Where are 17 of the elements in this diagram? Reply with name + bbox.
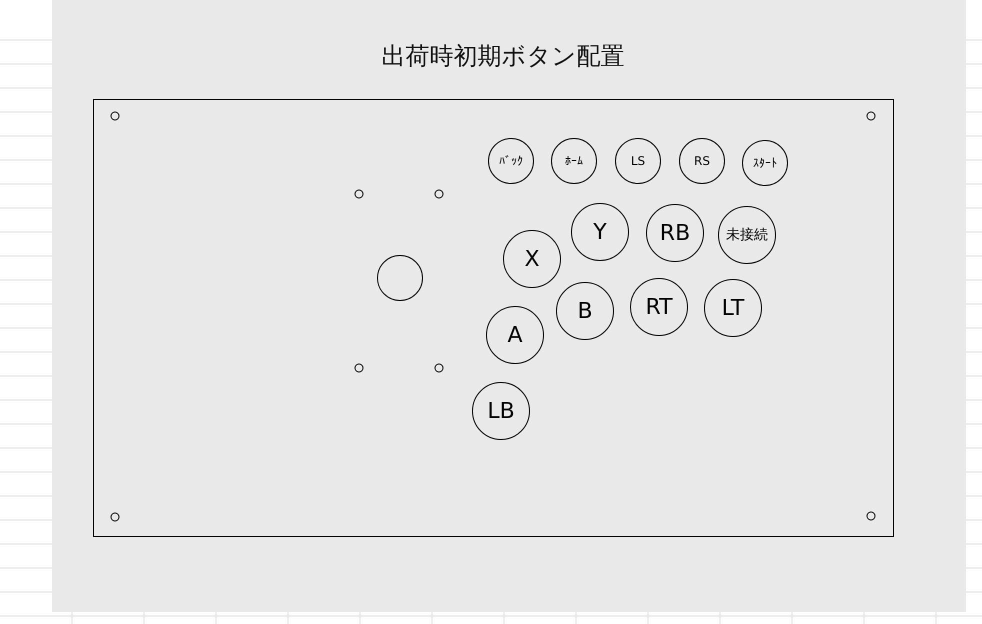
title: 出荷時初期ボタン配置 xyxy=(380,41,626,72)
function-button: ﾎｰﾑ xyxy=(551,138,597,184)
action-button: RT xyxy=(630,278,688,336)
function-button: LS xyxy=(615,138,661,184)
action-button: LB xyxy=(472,382,530,440)
lever-circle xyxy=(377,255,423,301)
action-button: RB xyxy=(646,204,704,262)
function-button: ｽﾀｰﾄ xyxy=(742,140,788,186)
function-button: RS xyxy=(679,138,725,184)
action-button: Y xyxy=(571,203,629,261)
action-button: LT xyxy=(704,279,762,337)
action-button: 未接続 xyxy=(718,206,776,264)
action-button: X xyxy=(503,230,561,288)
panel-outline xyxy=(93,99,894,537)
function-button: ﾊﾞｯｸ xyxy=(488,138,534,184)
action-button: A xyxy=(486,306,544,364)
action-button: B xyxy=(556,282,614,340)
